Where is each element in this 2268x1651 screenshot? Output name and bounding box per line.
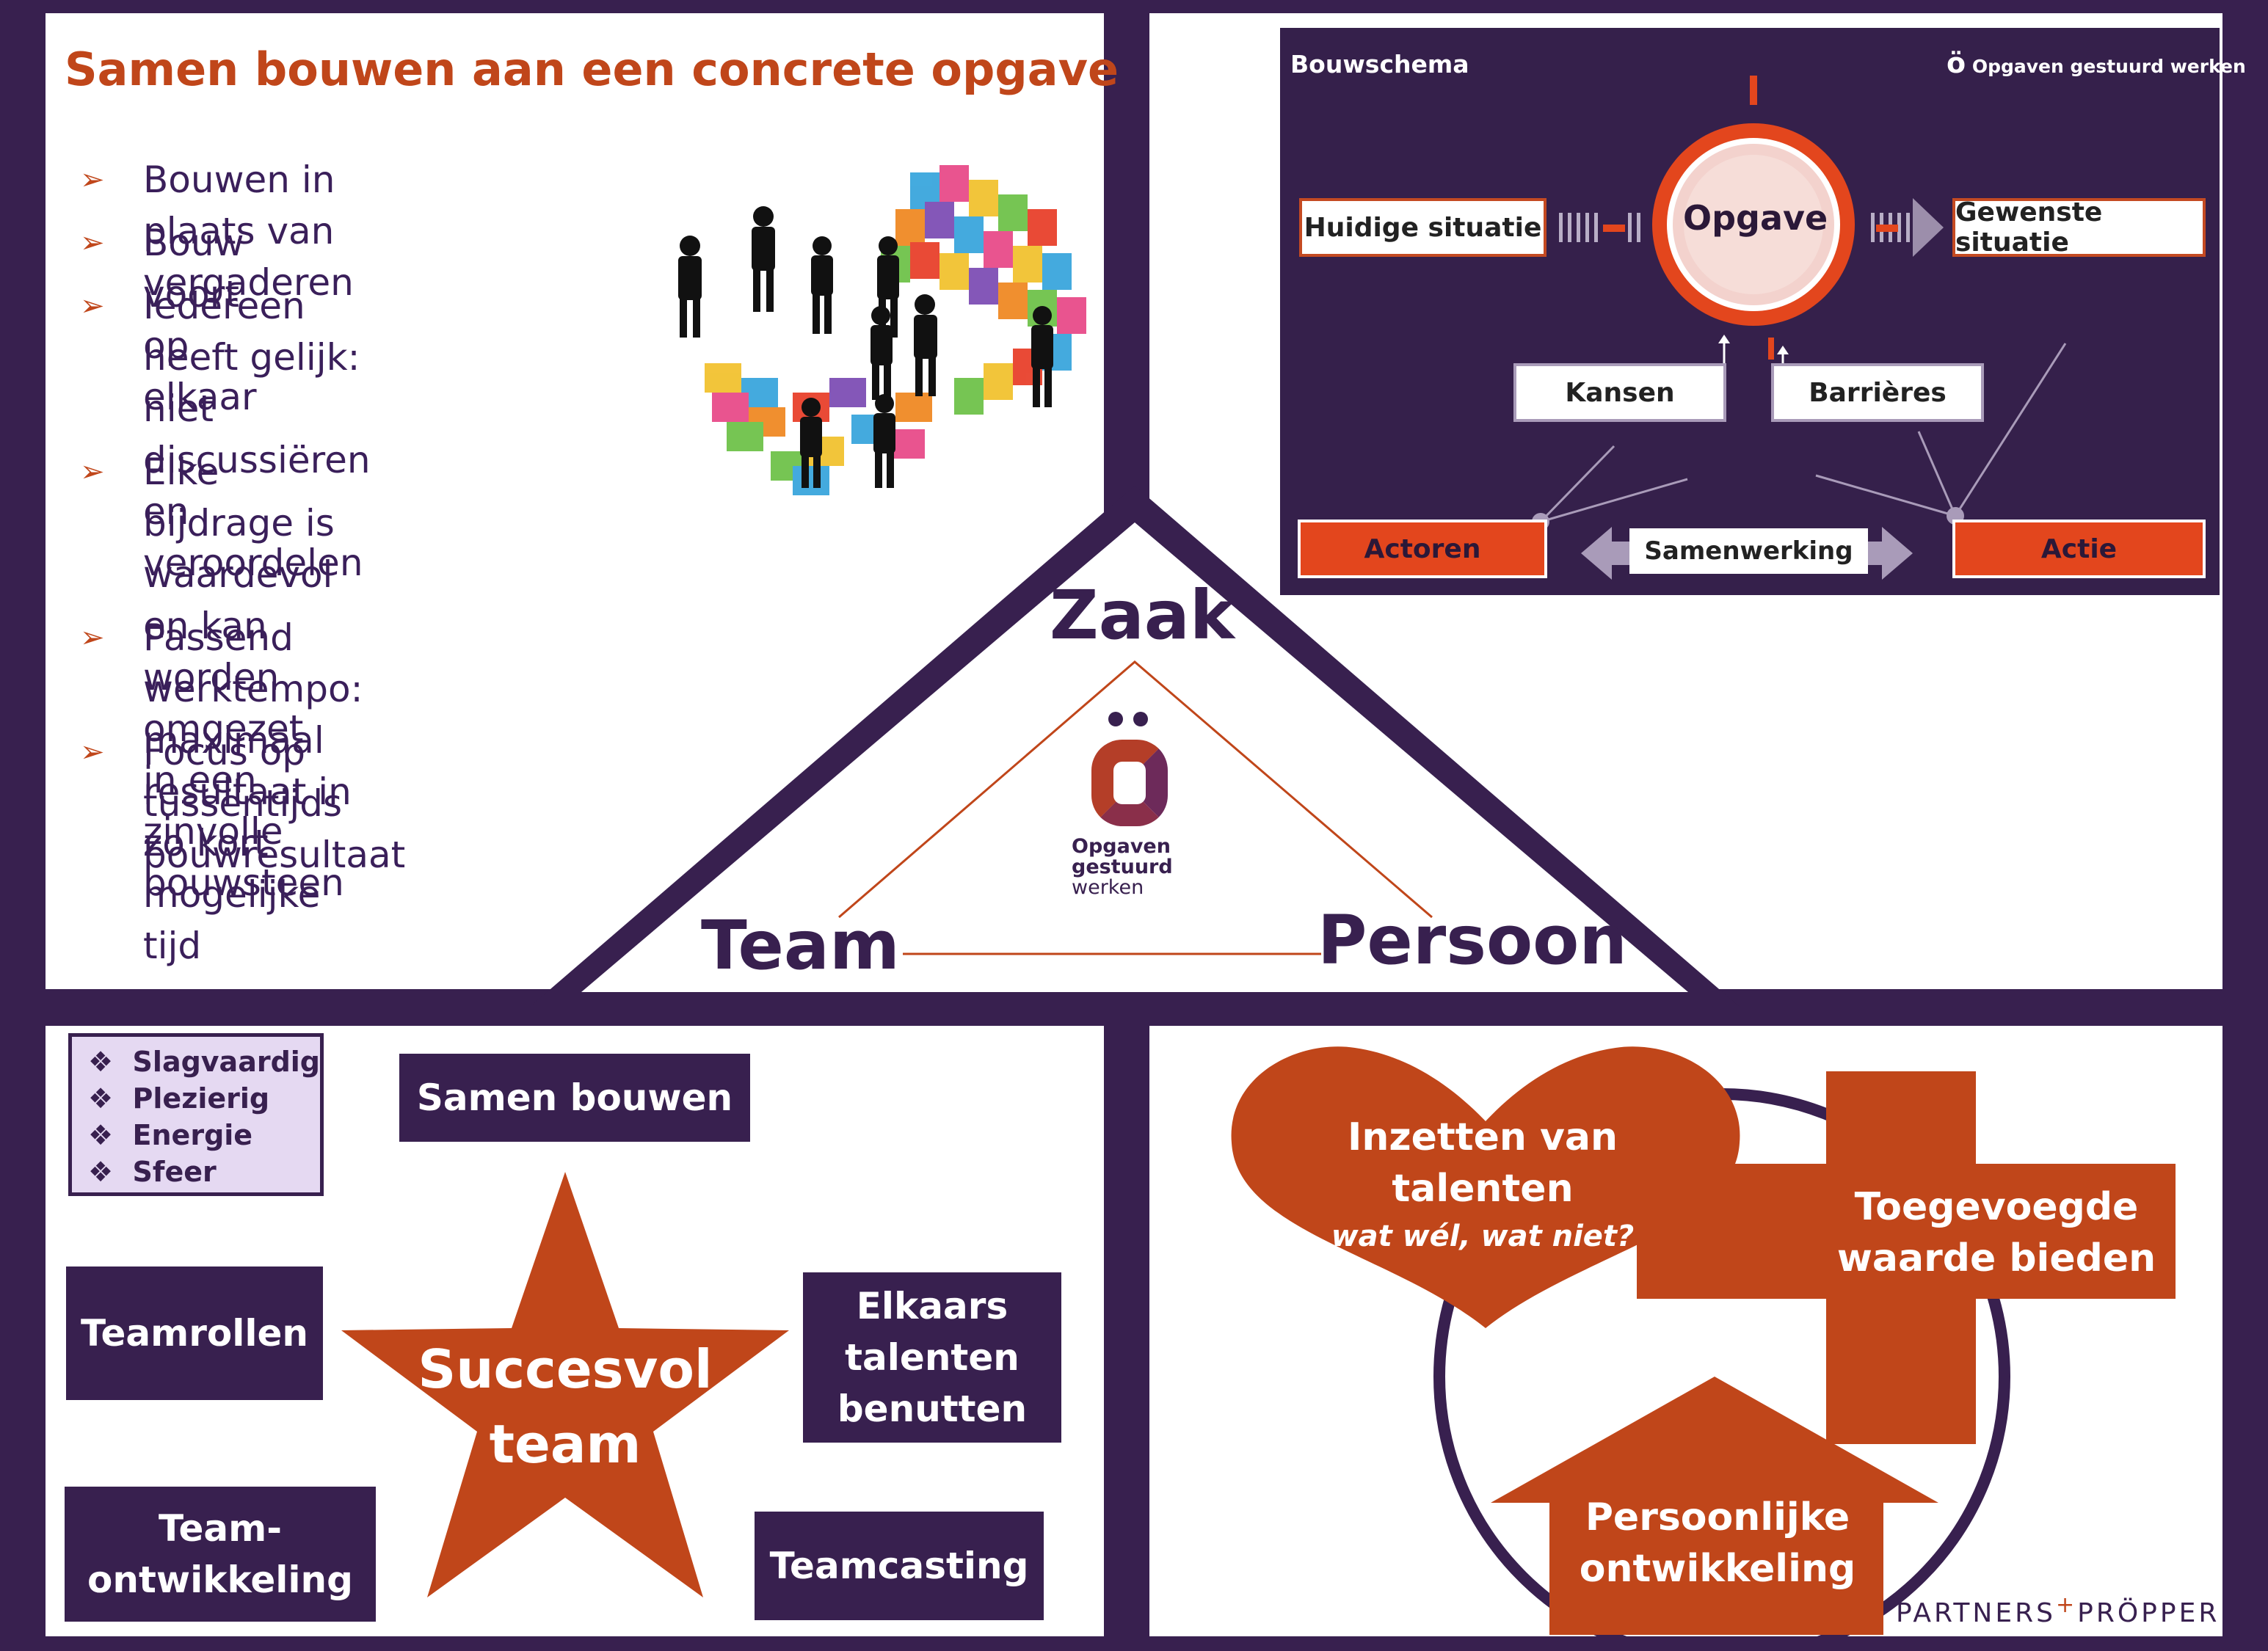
logo-text: Opgaven gestuurd werken xyxy=(1072,835,1173,899)
cycle-diagram xyxy=(1231,1046,2176,1636)
diamond-bullet-icon: ❖ xyxy=(88,1156,114,1188)
desired-situation-box: Gewenste situatie xyxy=(1952,197,2206,258)
chances-box: Kansen xyxy=(1513,363,1726,422)
opgaven-logo: Opgaven gestuurd werken xyxy=(1057,712,1204,932)
arrow-bullet-icon: ➢ xyxy=(80,226,105,260)
brand-logo-icon: ö xyxy=(1947,47,1966,79)
partners-propper-logo: PARTNERS+PRÖPPER xyxy=(1896,1592,2220,1628)
triangle-left-label: Team xyxy=(701,906,900,985)
opgave-label: Opgave xyxy=(1683,198,1828,238)
diamond-bullet-icon: ❖ xyxy=(88,1082,114,1115)
star-label: Succesvol team xyxy=(418,1338,713,1475)
logo-o-icon xyxy=(1091,740,1168,826)
actors-box: Actoren xyxy=(1298,520,1547,578)
quality-item: ❖ Energie xyxy=(88,1119,253,1151)
quality-item: ❖ Plezierig xyxy=(88,1082,270,1115)
bullet-item: ➢Bouwen in plaats van vergaderen xyxy=(80,154,354,308)
cooperation-box: Samenwerking xyxy=(1629,528,1868,574)
bullet-item: ➢Iedereen heeft gelijk:niet discussiëren… xyxy=(80,280,371,588)
teamcasting-box: Teamcasting xyxy=(755,1512,1044,1620)
logo-dot xyxy=(1133,712,1148,726)
cross-label: Toegevoegde waarde bieden xyxy=(1836,1185,2156,1280)
action-box: Actie xyxy=(1952,520,2206,578)
puzzle-people-illustration xyxy=(678,165,1086,495)
current-situation-box: Huidige situatie xyxy=(1299,198,1546,257)
arrow-bullet-icon: ➢ xyxy=(80,289,105,323)
quality-item: ❖ Slagvaardig xyxy=(88,1046,321,1078)
barriers-box: Barrières xyxy=(1771,363,1984,422)
arrow-bullet-icon: ➢ xyxy=(80,455,105,489)
arrow-bullet-icon: ➢ xyxy=(80,163,105,197)
bullet-item: ➢Bouw voort op elkaar xyxy=(80,217,257,423)
diamond-bullet-icon: ❖ xyxy=(88,1046,114,1078)
arrow-bullet-icon: ➢ xyxy=(80,621,105,655)
triangle-top-label: Zaak xyxy=(1050,576,1235,655)
diamond-bullet-icon: ❖ xyxy=(88,1119,114,1151)
logo-dot xyxy=(1108,712,1123,726)
teamrollen-box: Teamrollen xyxy=(66,1267,323,1400)
heart-label: Inzetten van talenten wat wél, wat niet? xyxy=(1331,1115,1635,1253)
bouwschema-brand: ö Opgaven gestuurd werken xyxy=(1947,47,2246,79)
star-shape xyxy=(341,1172,789,1597)
triangle-right-label: Persoon xyxy=(1317,901,1627,980)
house-label: Persoonlijke ontwikkeling xyxy=(1579,1495,1856,1591)
bouwschema-title: Bouwschema xyxy=(1290,50,1469,79)
teamontwikkeling-box: Team-ontwikkeling xyxy=(65,1487,376,1622)
bouwschema-diagram xyxy=(1532,76,2067,580)
quality-item: ❖ Sfeer xyxy=(88,1156,217,1188)
samen-bouwen-box: Samen bouwen xyxy=(399,1054,750,1142)
panel-title: Samen bouwen aan een concrete opgave xyxy=(65,43,1119,96)
bullet-item: ➢Focus op tussentijds bouwresultaat xyxy=(80,726,405,881)
arrow-bullet-icon: ➢ xyxy=(80,735,105,769)
qualities-box: ❖ Slagvaardig ❖ Plezierig ❖ Energie ❖ Sf… xyxy=(68,1033,324,1196)
